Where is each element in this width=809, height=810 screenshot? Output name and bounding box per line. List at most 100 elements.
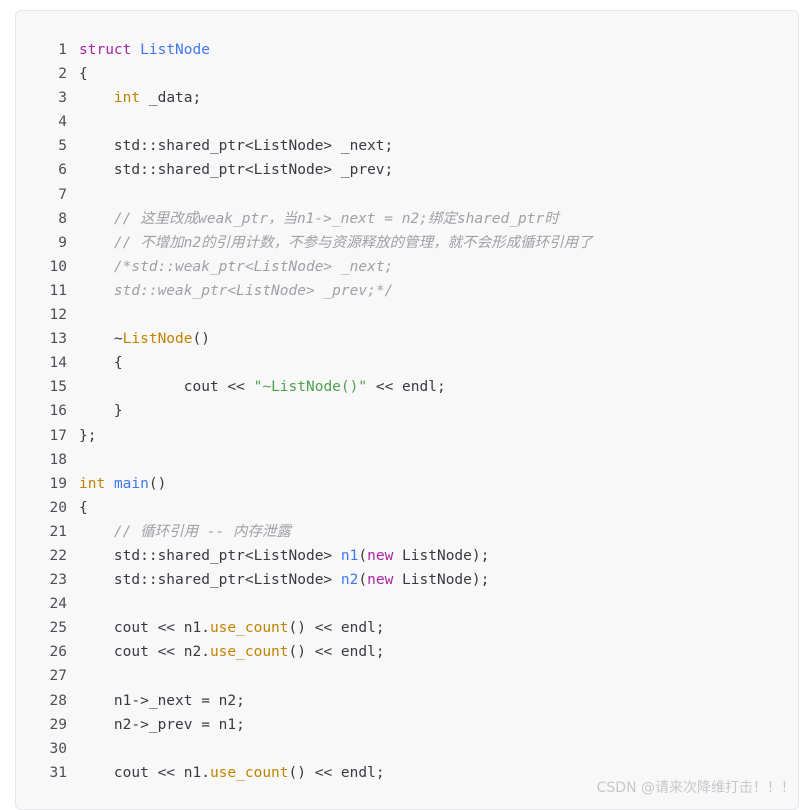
code-token-func: use_count [209,620,289,637]
code-token-title: ListNode [140,42,210,58]
code-token-keyword: new [367,547,394,564]
code-line: 18 [16,448,798,472]
code-token-plain: cout << n1. [79,764,210,781]
line-number: 16 [49,403,67,420]
line-number: 11 [49,282,67,299]
code-line: 29 n2->_prev = n1; [16,713,798,737]
code-line: 1 struct ListNode [16,38,798,62]
line-code: std::shared_ptr<ListNode> _next; [79,134,393,158]
line-code: { [79,496,88,520]
line-number: 8 [58,210,67,227]
line-code: /*std::weak_ptr<ListNode> _next; [79,255,393,279]
code-line: 6 std::shared_ptr<ListNode> _prev; [16,158,798,182]
code-token-plain: }; [79,427,97,444]
code-line: 13 ~ListNode() [16,327,798,351]
code-token-plain: () << endl; [288,620,385,637]
line-code: int _data; [79,86,201,110]
code-token-plain [79,90,114,106]
code-line: 21 // 循环引用 -- 内存泄露 [16,520,798,544]
code-token-plain: () [192,331,210,348]
code-line: 11 std::weak_ptr<ListNode> _prev;*/ [16,279,798,303]
line-code: cout << n1.use_count() << endl; [79,761,385,785]
code-token-plain: { [79,66,88,83]
code-token-plain: std::shared_ptr<ListNode> _prev; [79,162,394,179]
code-token-plain: _data; [140,90,202,107]
line-number: 30 [49,740,67,757]
line-code: n1->_next = n2; [79,689,245,713]
code-line: 5 std::shared_ptr<ListNode> _next; [16,134,798,158]
code-token-plain: { [79,355,123,372]
code-line: 31 cout << n1.use_count() << endl; [16,761,798,785]
line-code: cout << "~ListNode()" << endl; [79,375,446,399]
line-code: n2->_prev = n1; [79,713,245,737]
code-token-plain [79,211,114,227]
line-code: std::shared_ptr<ListNode> _prev; [79,158,393,182]
code-token-plain: std::shared_ptr<ListNode> [79,547,341,564]
code-token-type: int [113,90,141,107]
line-number: 25 [49,620,67,637]
line-code: ~ListNode() [79,327,210,351]
line-code: // 循环引用 -- 内存泄露 [79,520,291,544]
line-number: 5 [58,138,67,155]
code-token-plain [79,524,114,540]
code-line: 15 cout << "~ListNode()" << endl; [16,375,798,399]
code-token-comment: // 不增加n2的引用计数，不参与资源释放的管理，就不会形成循环引用了 [113,234,593,251]
code-token-plain: () << endl; [288,764,385,781]
code-token-plain: ~ [79,331,123,348]
code-token-func: use_count [209,644,289,661]
line-code: } [79,399,123,423]
code-token-plain: ListNode); [393,547,490,564]
code-token-string: "~ListNode()" [253,379,368,396]
code-token-func: ListNode [122,331,193,348]
line-code: // 这里改成weak_ptr，当n1->_next = n2;绑定shared… [79,207,559,231]
code-line: 23 std::shared_ptr<ListNode> n2(new List… [16,568,798,592]
line-number: 13 [49,331,67,348]
line-number: 14 [49,355,67,372]
code-token-keyword: struct [79,42,132,58]
line-code: std::shared_ptr<ListNode> n2(new ListNod… [79,568,489,592]
line-number: 12 [49,307,67,324]
line-number: 20 [49,499,67,516]
code-token-comment: // 这里改成weak_ptr，当n1->_next = n2;绑定shared… [113,210,559,227]
line-code: struct ListNode [79,38,210,62]
code-token-comment: std::weak_ptr<ListNode> _prev;*/ [113,282,394,299]
line-number: 23 [49,572,67,589]
line-number: 24 [49,596,67,613]
code-token-plain: std::shared_ptr<ListNode> [79,572,341,589]
line-number: 1 [58,42,67,58]
code-token-plain: } [79,403,123,420]
code-line: 14 { [16,351,798,375]
code-token-plain: ( [358,572,368,589]
line-number: 31 [49,764,67,781]
line-number: 26 [49,644,67,661]
code-line: 7 [16,183,798,207]
line-code: // 不增加n2的引用计数，不参与资源释放的管理，就不会形成循环引用了 [79,231,593,255]
line-number: 27 [49,668,67,685]
line-number: 29 [49,716,67,733]
code-token-plain: ( [358,547,368,564]
code-line: 30 [16,737,798,761]
code-token-plain: cout << n2. [79,644,210,661]
code-token-title: main [113,475,149,492]
code-token-plain: { [79,499,88,516]
line-number: 9 [58,234,67,251]
code-token-plain: () [148,475,167,492]
line-number: 19 [49,475,67,492]
code-line: 20 { [16,496,798,520]
line-number: 18 [49,451,67,468]
code-line: 10 /*std::weak_ptr<ListNode> _next; [16,255,798,279]
line-number: 2 [58,66,67,83]
line-number: 15 [49,379,67,396]
code-token-title: n1 [340,547,359,564]
line-number: 21 [49,523,67,540]
line-number: 17 [49,427,67,444]
code-line: 4 [16,110,798,134]
line-code: { [79,351,123,375]
code-line: 12 [16,303,798,327]
code-token-plain: << endl; [367,379,446,396]
line-number: 3 [58,90,67,107]
line-code: }; [79,424,96,448]
